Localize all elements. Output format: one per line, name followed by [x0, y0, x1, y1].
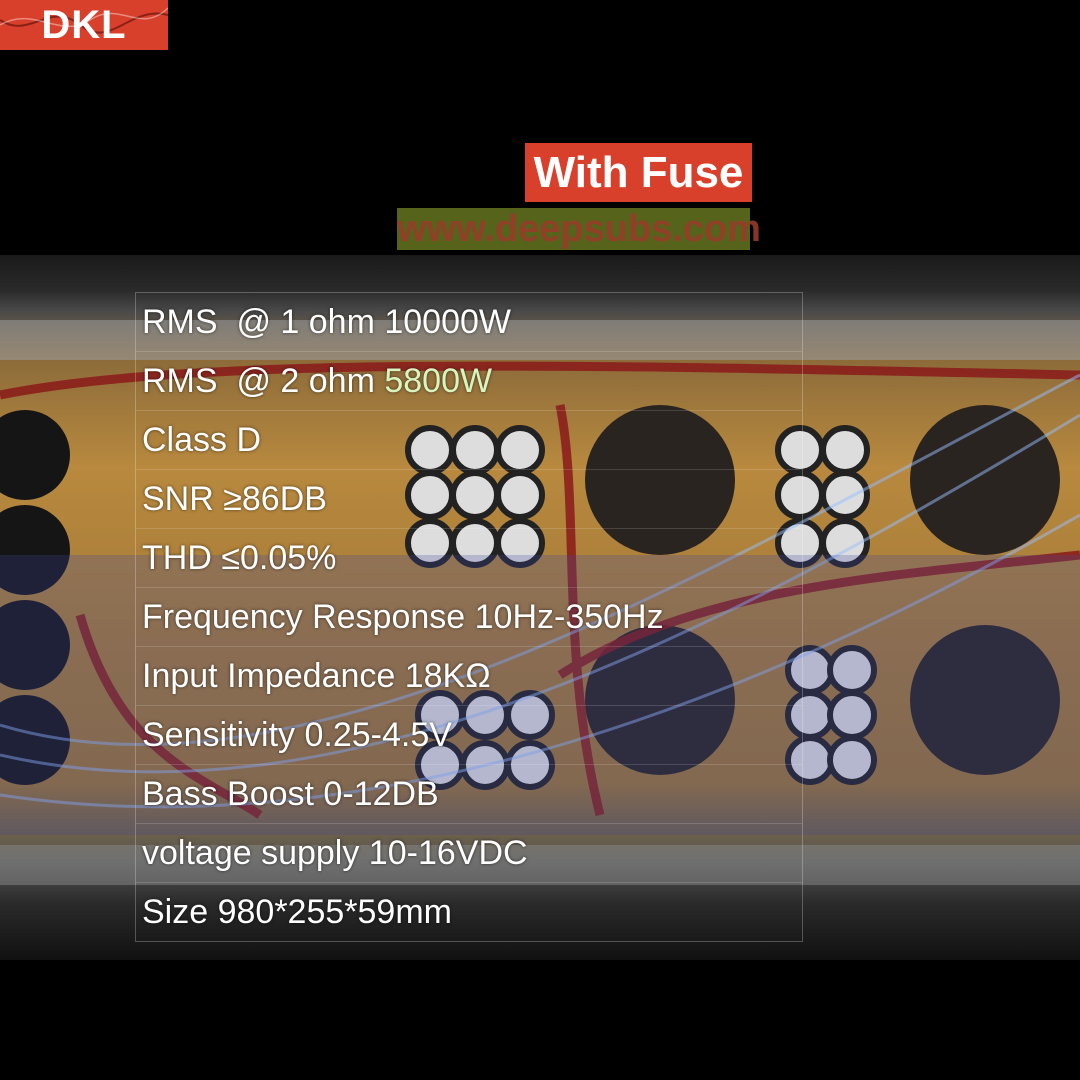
spec-row: RMS @ 1 ohm 10000W [136, 293, 802, 352]
spec-label: Input Impedance 18KΩ [142, 657, 491, 695]
spec-value: 10000W [384, 303, 511, 341]
spec-label: SNR ≥86DB [142, 480, 327, 518]
spec-row: SNR ≥86DB [136, 470, 802, 529]
with-fuse-badge: With Fuse [525, 143, 752, 202]
spec-row: THD ≤0.05% [136, 529, 802, 588]
amplifier-board-graphic [0, 320, 1080, 885]
spec-row: Input Impedance 18KΩ [136, 647, 802, 706]
spec-row: Bass Boost 0-12DB [136, 765, 802, 824]
spec-label: Sensitivity 0.25-4.5V [142, 716, 452, 754]
spec-row: Frequency Response 10Hz-350Hz [136, 588, 802, 647]
spec-row: Sensitivity 0.25-4.5V [136, 706, 802, 765]
watermark: www.deepsubs.com [397, 208, 761, 250]
spec-label: RMS @ 1 ohm [142, 303, 385, 341]
spec-row: voltage supply 10-16VDC [136, 824, 802, 883]
spec-label: THD ≤0.05% [142, 539, 337, 577]
spec-value: 5800W [384, 362, 493, 400]
spec-row: RMS @ 2 ohm 5800W [136, 352, 802, 411]
brand-logo: DKL [0, 0, 168, 50]
specs-table: RMS @ 1 ohm 10000W RMS @ 2 ohm 5800W Cla… [135, 292, 803, 942]
spec-label: Class D [142, 421, 262, 459]
spec-label: Bass Boost 0-12DB [142, 775, 439, 813]
spec-row: Class D [136, 411, 802, 470]
spec-label: voltage supply 10-16VDC [142, 834, 528, 872]
spec-row: Size 980*255*59mm [136, 883, 802, 941]
spec-label: Frequency Response 10Hz-350Hz [142, 598, 664, 636]
logo-text: DKL [41, 2, 127, 47]
amplifier-photo [0, 255, 1080, 960]
spec-label: RMS @ 2 ohm [142, 362, 385, 400]
wave-graphic [0, 7, 168, 34]
spec-label: Size 980*255*59mm [142, 893, 452, 931]
